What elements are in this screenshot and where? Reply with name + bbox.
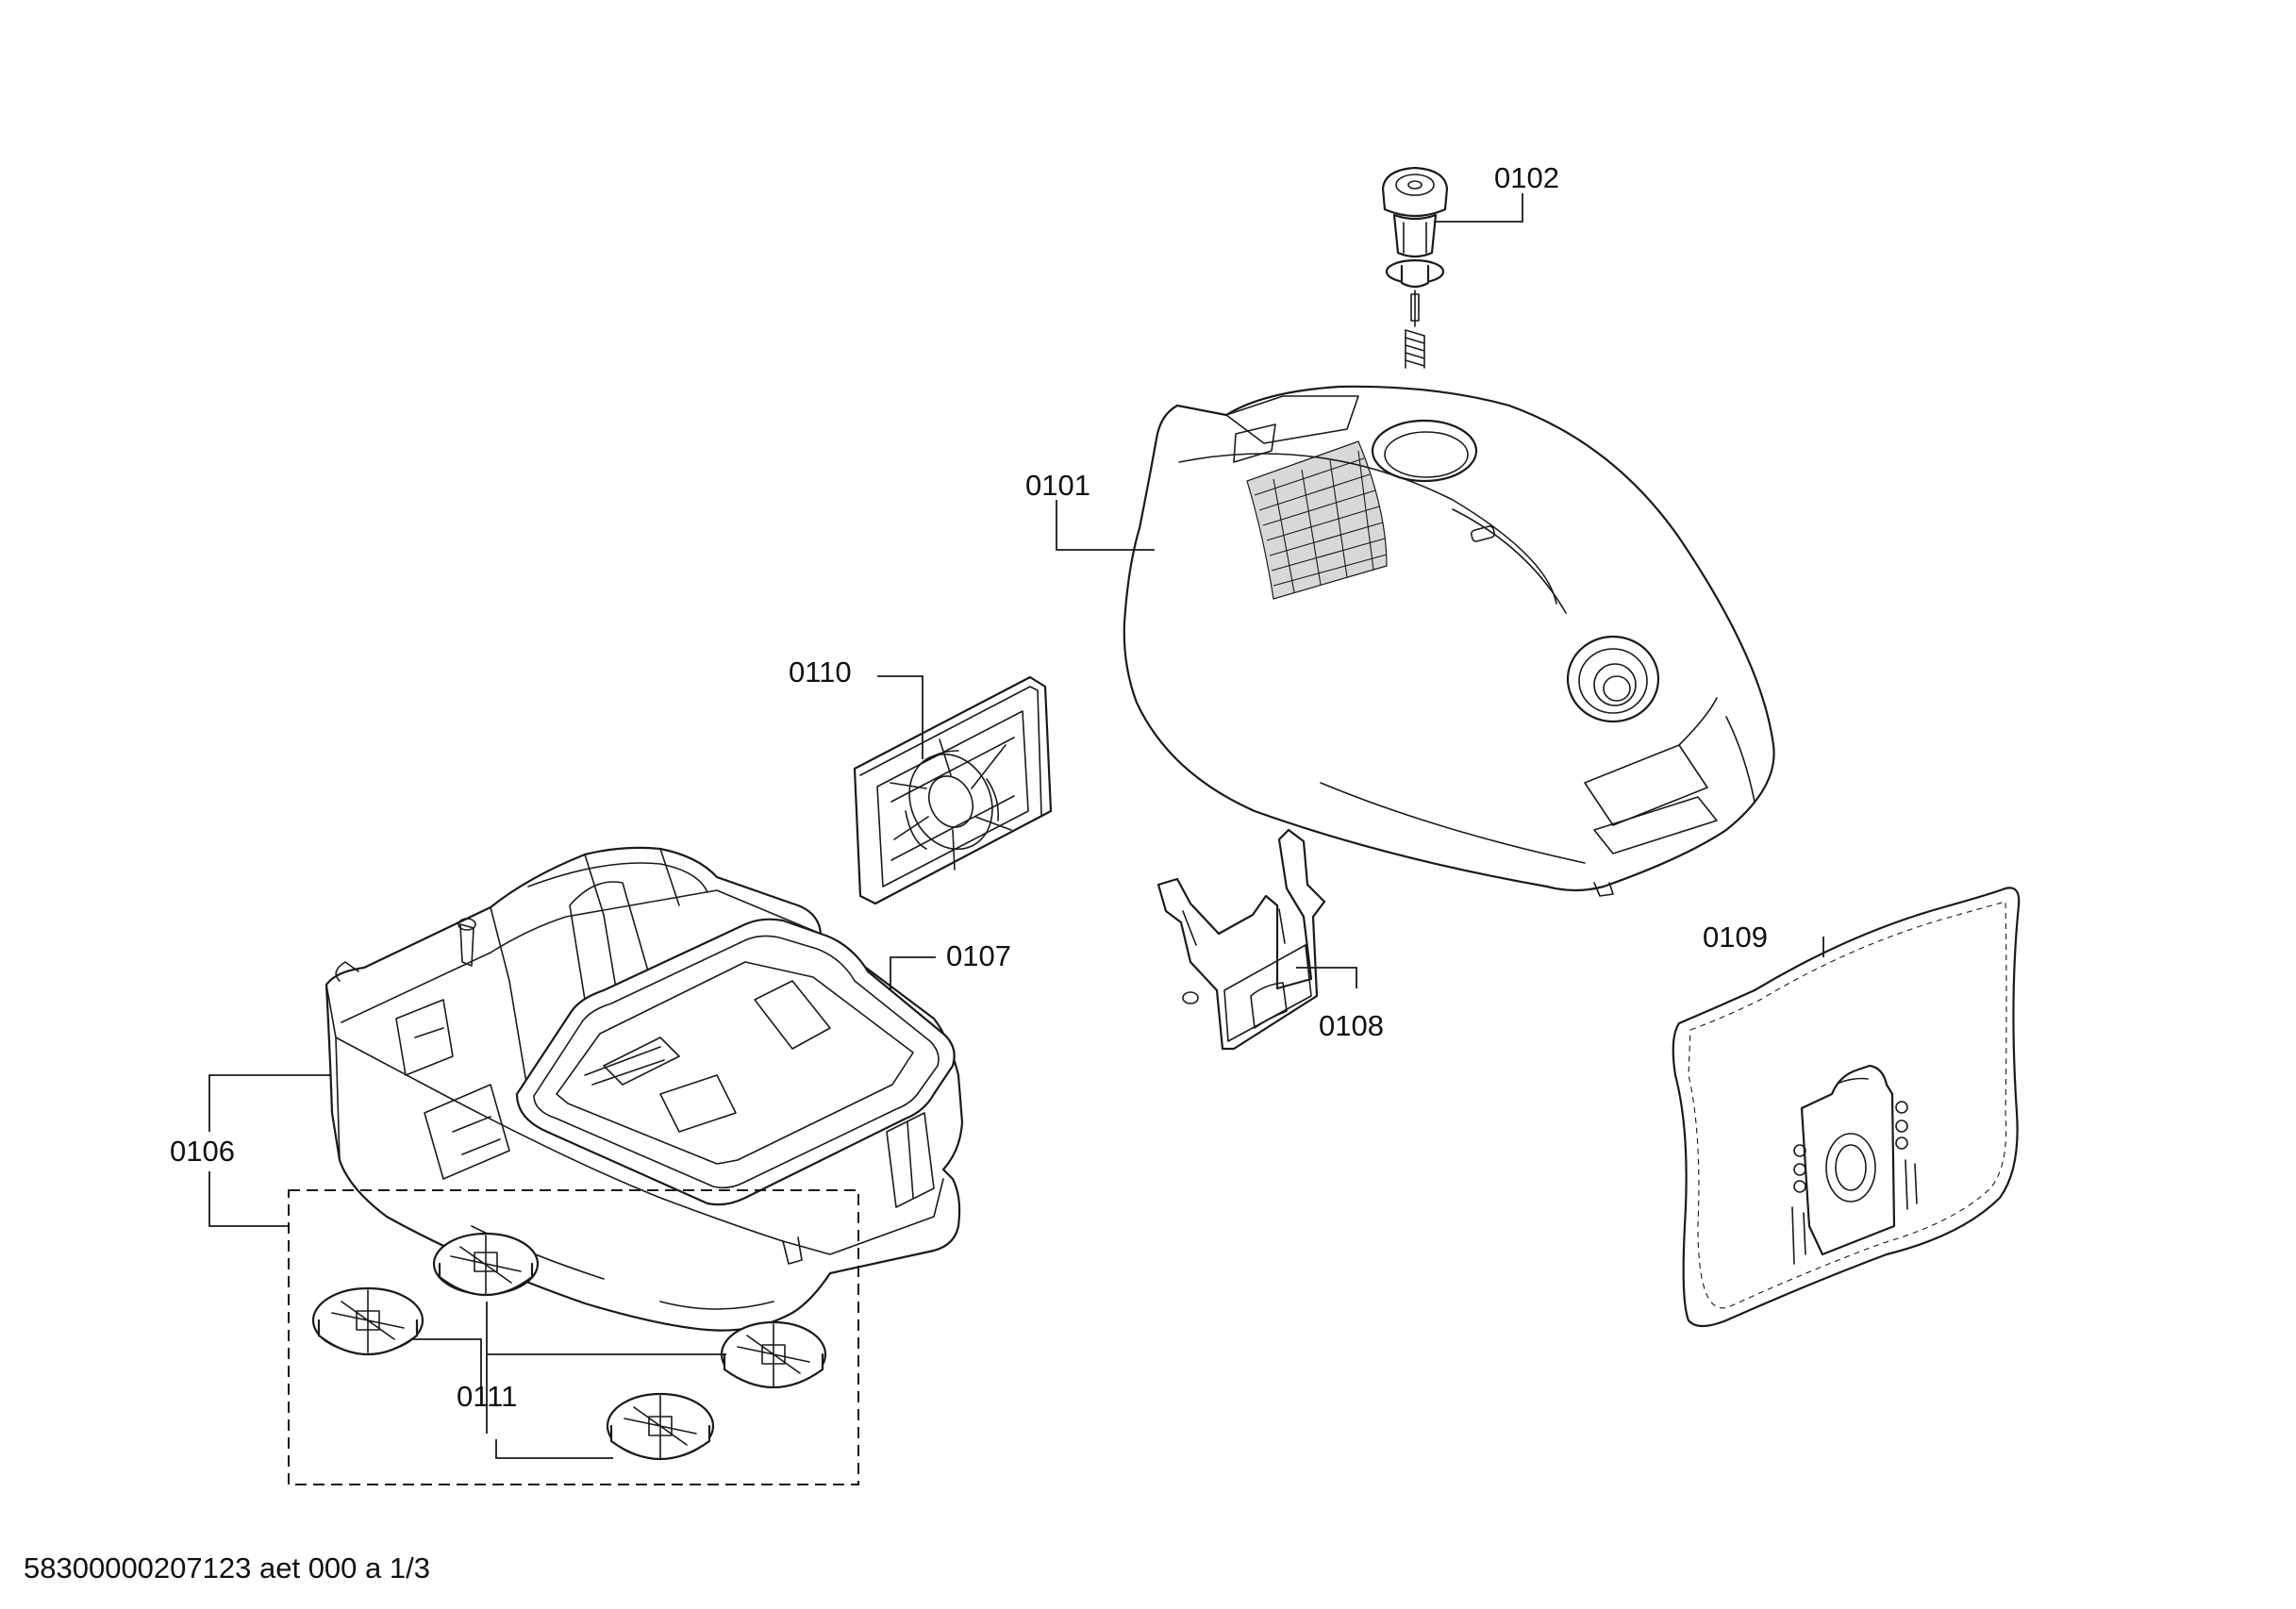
document-code: 58300000207123 aet 000 a 1/3 (24, 1551, 430, 1584)
part-label-0102: 0102 (1494, 161, 1559, 194)
part-label-0111: 0111 (457, 1380, 517, 1413)
part-label-0101: 0101 (1025, 469, 1090, 502)
dust-bag-part (1672, 887, 2021, 1328)
part-label-0107: 0107 (946, 939, 1011, 972)
gasket-frame-part (515, 918, 956, 1206)
castor-wheels-part (311, 1232, 827, 1460)
bag-holder-part (1156, 828, 1326, 1051)
castor-wheel (606, 1392, 715, 1460)
castor-wheel (432, 1232, 540, 1296)
castor-group-box (288, 1189, 859, 1485)
part-label-0110: 0110 (789, 655, 852, 688)
valve-knob-part (1381, 166, 1449, 369)
castor-wheel (311, 1286, 424, 1356)
top-cover-part (1123, 385, 1775, 897)
motor-filter-grille-part (853, 675, 1053, 905)
leader-lines (208, 193, 1824, 1459)
part-label-0109: 0109 (1703, 921, 1768, 954)
castor-wheel (720, 1320, 827, 1388)
part-label-0108: 0108 (1319, 1009, 1384, 1042)
part-label-0106: 0106 (170, 1135, 235, 1168)
